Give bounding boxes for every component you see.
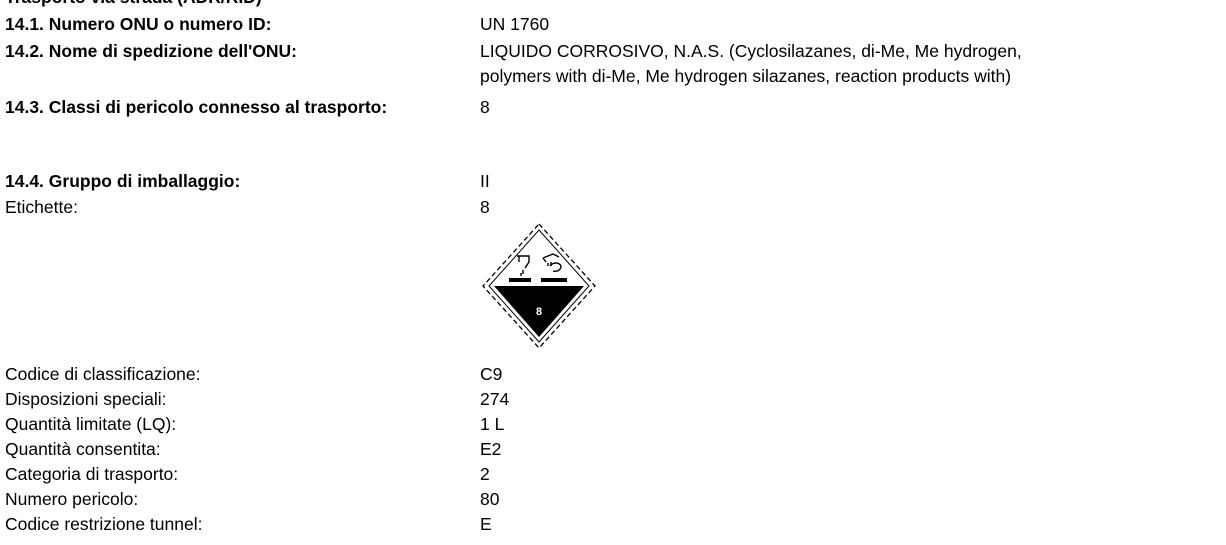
shipping-name-label: 14.2. Nome di spedizione dell'ONU: [5, 41, 297, 61]
hazard-class-value: 8 [480, 97, 490, 117]
corroded-surface-right [541, 278, 567, 282]
packing-group-label: 14.4. Gruppo di imballaggio: [5, 171, 241, 191]
detail-value: E2 [480, 439, 502, 459]
detail-value: 80 [480, 489, 500, 509]
corrosive-symbol-icon [517, 253, 562, 276]
pictogram-class-number: 8 [536, 306, 542, 318]
corroded-surface-left [509, 278, 531, 282]
detail-label: Codice di classificazione: [5, 364, 201, 384]
detail-value: 2 [480, 464, 490, 484]
un-number-value: UN 1760 [480, 14, 550, 34]
detail-label: Quantità consentita: [5, 439, 161, 459]
detail-label: Numero pericolo: [5, 489, 139, 509]
detail-value: C9 [480, 364, 503, 384]
hazard-class-label: 14.3. Classi di pericolo connesso al tra… [5, 97, 388, 117]
detail-label: Codice restrizione tunnel: [5, 514, 203, 534]
detail-value: 274 [480, 389, 510, 409]
detail-value: E [480, 514, 492, 534]
labels-label: Etichette: [5, 197, 78, 217]
section-header: Trasporto via strada (ADR/RID) [5, 0, 262, 8]
shipping-name-value-line2: polymers with di-Me, Me hydrogen silazan… [480, 66, 1012, 86]
shipping-name-value-line1: LIQUIDO CORROSIVO, N.A.S. (Cyclosilazane… [480, 41, 1022, 61]
labels-value: 8 [480, 197, 490, 217]
packing-group-value: II [480, 171, 490, 191]
un-number-label: 14.1. Numero ONU o numero ID: [5, 14, 272, 34]
corrosive-hazard-diamond-icon: 8 [482, 223, 596, 349]
detail-label: Categoria di trasporto: [5, 464, 179, 484]
detail-value: 1 L [480, 414, 505, 434]
detail-label: Disposizioni speciali: [5, 389, 167, 409]
detail-label: Quantità limitate (LQ): [5, 414, 177, 434]
